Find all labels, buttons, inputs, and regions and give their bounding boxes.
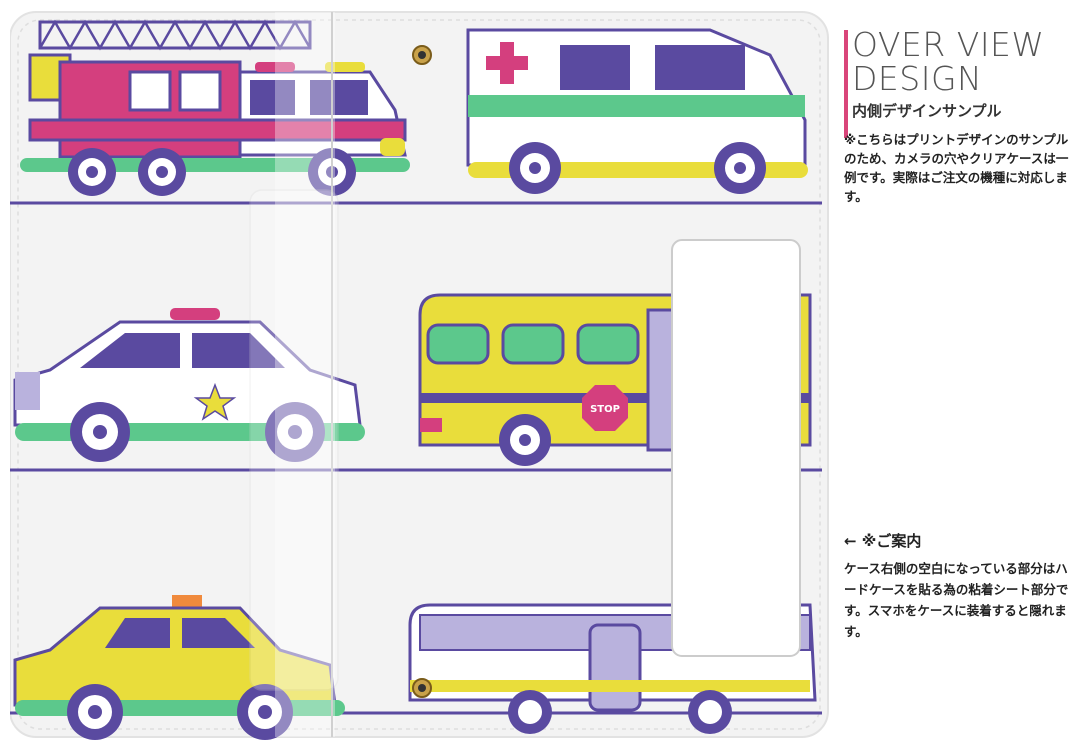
heading-line-1: OVER VIEW [852,25,1045,64]
fire-truck [20,19,410,196]
city-bus [408,603,817,734]
taxi [13,595,345,740]
phone-case-illustration: STOP [10,0,830,741]
adhesive-sheet-area [671,239,801,657]
strap [249,189,339,691]
accent-bar [844,30,848,138]
note-heading: ← ※ご案内 [844,532,922,550]
info-panel: OVER VIEW DESIGN 内側デザインサンプル ※こちらはプリントデザイ… [840,0,1080,741]
note-body: ケース右側の空白になっている部分はハードケースを貼る為の粘着シート部分です。スマ… [844,561,1069,639]
heading-subtitle: 内側デザインサンプル [852,102,1002,120]
eyelet-top [412,45,432,65]
overview-heading: OVER VIEW DESIGN 内側デザインサンプル [844,25,1073,138]
police-car [13,308,365,462]
stop-sign-text: STOP [590,404,620,415]
ambulance [466,28,808,194]
case-artwork: STOP [10,11,829,740]
eyelet-bottom [412,678,432,698]
description-text: ※こちらはプリントデザインのサンプルのため、カメラの穴やクリアケースは一例です。… [844,132,1069,204]
heading-line-2: DESIGN [852,59,983,98]
spine [275,12,335,737]
